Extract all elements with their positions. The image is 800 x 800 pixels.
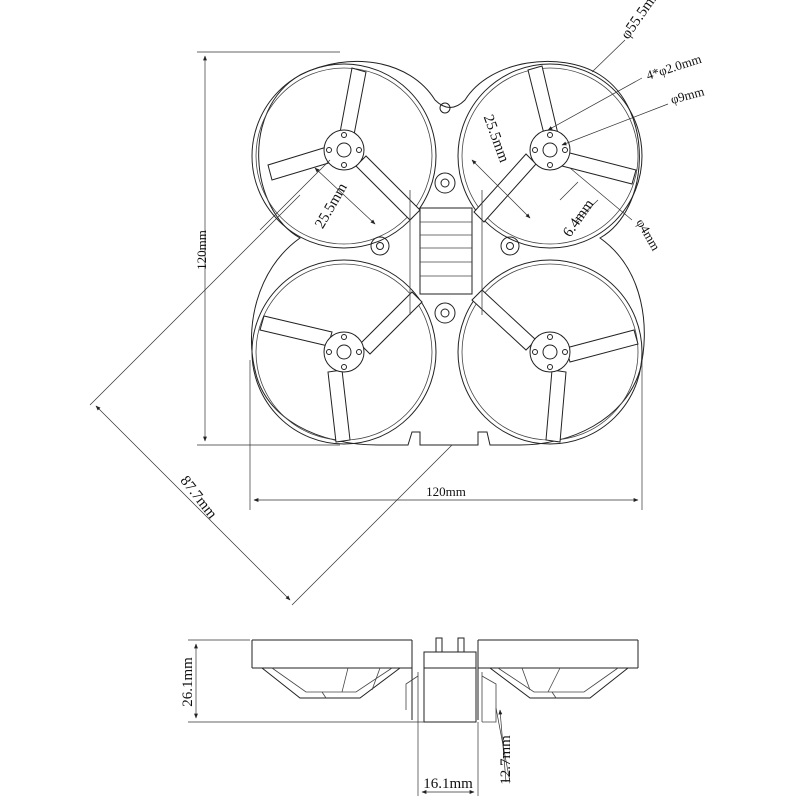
- duct-top-left: [251, 63, 437, 249]
- dim-bottom-width: 16.1mm: [417, 722, 479, 796]
- outer-diameter-label: φ55.5mm: [618, 0, 665, 42]
- dim-bottom-depth: 12.7mm: [495, 707, 514, 785]
- bottom-depth-label: 12.7mm: [498, 735, 514, 785]
- diagonal-label: 87.7mm: [177, 473, 220, 522]
- side-left-duct: [261, 667, 401, 699]
- callouts: φ55.5mm 4*φ2.0mm φ9mm 6.4mm φ4mm: [547, 0, 706, 253]
- side-height-label: 26.1mm: [180, 657, 196, 707]
- small-hole-label: φ4mm: [633, 216, 663, 253]
- spacing-left-label: 25.5mm: [312, 180, 351, 231]
- dim-diagonal: 87.7mm: [89, 194, 453, 606]
- side-view: 26.1mm 12.7mm 16.1mm: [180, 637, 639, 796]
- height-label: 120mm: [194, 230, 209, 270]
- duct-bottom-right: [457, 259, 643, 445]
- battery-bay: [409, 190, 483, 315]
- dim-side-height: 26.1mm: [180, 639, 424, 723]
- bottom-width-label: 16.1mm: [423, 776, 473, 792]
- dim-height: 120mm: [194, 51, 340, 446]
- side-right-duct: [489, 667, 629, 699]
- motor-hub-bottom-left: [323, 331, 365, 373]
- frame-outline: [250, 60, 645, 446]
- dim-width: 120mm: [249, 360, 643, 510]
- duct-top-right: [457, 63, 643, 249]
- spacing-right-label: 25.5mm: [480, 113, 512, 165]
- motor-hub-bottom-right: [529, 331, 571, 373]
- side-center-pod: [405, 637, 497, 723]
- top-view: 120mm 120mm 87.7mm 25.5mm 25.5mm: [89, 0, 706, 606]
- motor-hub-top-left: [323, 129, 365, 171]
- duct-bottom-left: [251, 259, 437, 445]
- mount-holes-label: 4*φ2.0mm: [644, 51, 703, 83]
- motor-hub-top-right: [529, 129, 571, 171]
- mount-bosses: [370, 102, 520, 324]
- center-hole-label: φ9mm: [669, 84, 706, 107]
- width-label: 120mm: [426, 484, 466, 499]
